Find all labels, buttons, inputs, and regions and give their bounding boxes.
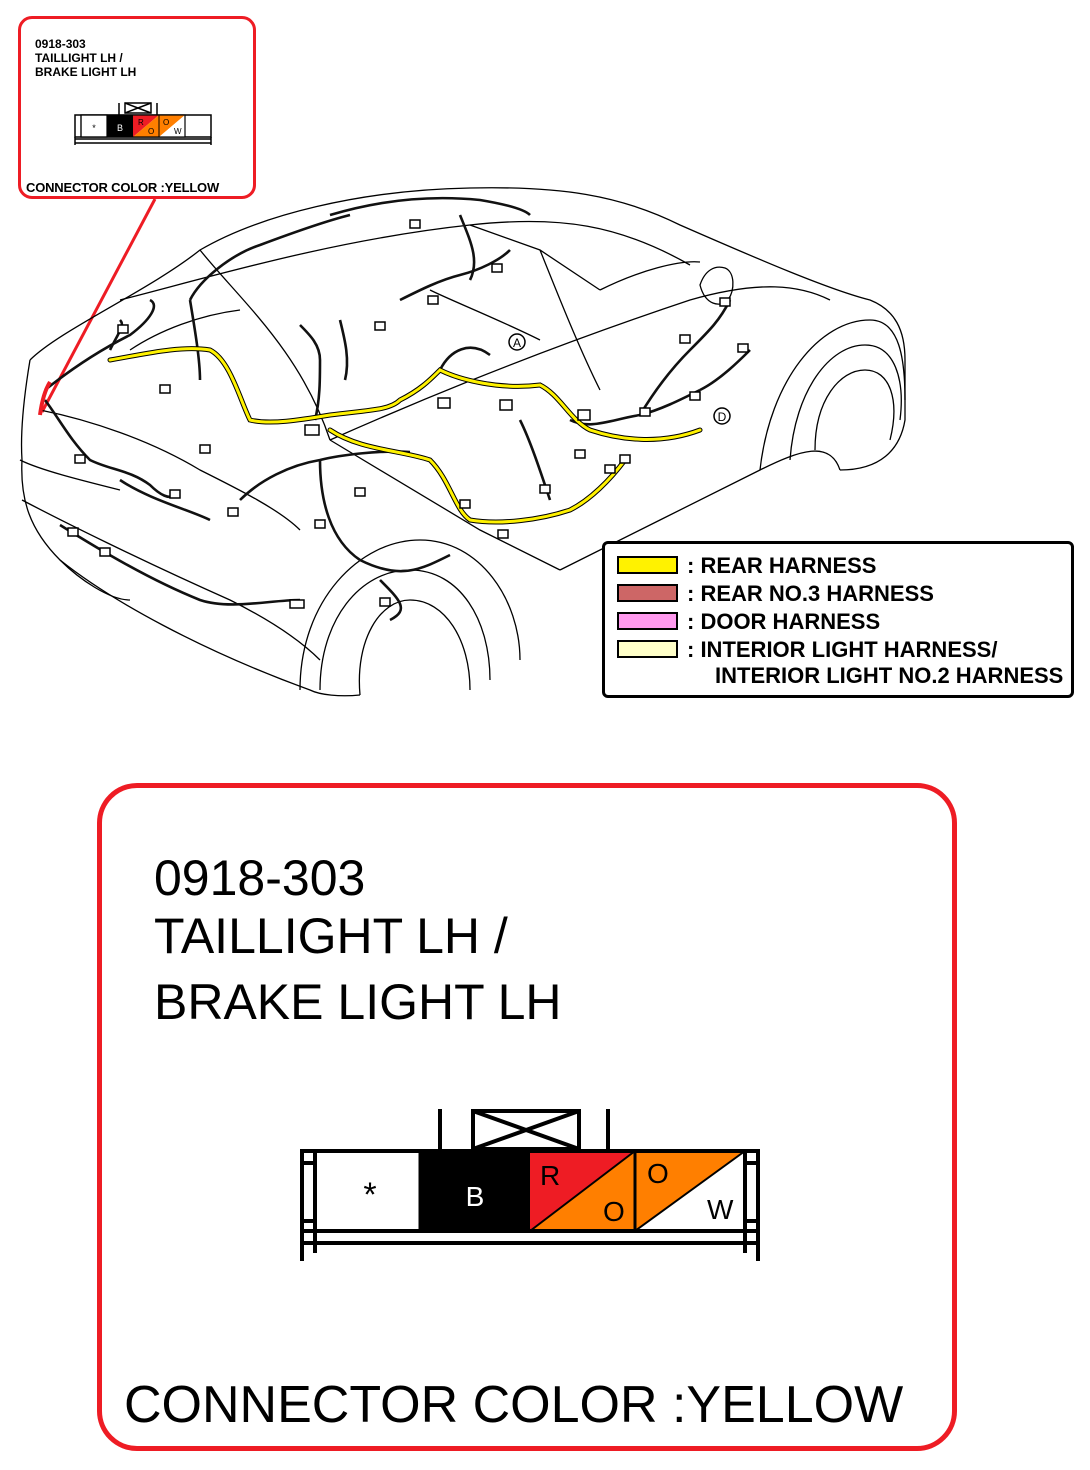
harness-legend: : REAR HARNESS : REAR NO.3 HARNESS : DOO…: [602, 541, 1074, 698]
legend-swatch-rear-no3: [617, 584, 678, 602]
small-connector-title-line2: BRAKE LIGHT LH: [35, 65, 137, 79]
small-connector-face: * B R O O W: [74, 102, 212, 145]
connector-glyphs: [67, 219, 749, 609]
rear-harness-wiring: [107, 346, 703, 525]
legend-label-line2: INTERIOR LIGHT NO.2 HARNESS: [715, 663, 1064, 688]
svg-text:W: W: [707, 1194, 734, 1225]
svg-text:*: *: [363, 1176, 376, 1214]
svg-text:A: A: [513, 336, 521, 350]
legend-swatch-rear: [617, 556, 678, 574]
connector-callout-small: 0918-303 TAILLIGHT LH / BRAKE LIGHT LH *…: [18, 16, 256, 199]
connector-color-label: CONNECTOR COLOR :YELLOW: [124, 1376, 904, 1434]
svg-text:O: O: [647, 1158, 669, 1189]
rear-no3-harness-wiring: [38, 380, 52, 416]
connector-callout-large: 0918-303 TAILLIGHT LH / BRAKE LIGHT LH *…: [97, 783, 957, 1451]
connector-code: 0918-303: [154, 850, 366, 906]
legend-swatch-interior: [617, 640, 678, 658]
svg-text:O: O: [148, 127, 154, 136]
connector-face: * B R O O W: [300, 1109, 760, 1261]
legend-label: : REAR NO.3 HARNESS: [687, 581, 934, 606]
svg-text:W: W: [174, 127, 182, 136]
vehicle-harness-drawing: A D: [19, 187, 906, 697]
svg-text:O: O: [163, 118, 169, 127]
svg-text:R: R: [138, 118, 144, 127]
connector-title-line1: TAILLIGHT LH /: [154, 908, 508, 964]
connector-title-line2: BRAKE LIGHT LH: [154, 974, 562, 1030]
small-connector-code: 0918-303: [35, 37, 86, 51]
small-connector-title-line1: TAILLIGHT LH /: [35, 51, 123, 65]
legend-label: : DOOR HARNESS: [687, 609, 881, 634]
svg-text:*: *: [92, 123, 96, 133]
small-connector-color: CONNECTOR COLOR :YELLOW: [26, 180, 220, 195]
svg-text:B: B: [117, 123, 123, 133]
marker-d: D: [713, 407, 731, 425]
legend-label: : REAR HARNESS: [687, 553, 877, 578]
legend-label: : INTERIOR LIGHT HARNESS/: [687, 637, 998, 662]
svg-text:R: R: [540, 1160, 560, 1191]
svg-text:D: D: [718, 410, 727, 424]
svg-text:B: B: [466, 1181, 485, 1212]
svg-text:O: O: [603, 1196, 625, 1227]
legend-swatch-door: [617, 612, 678, 630]
marker-a: A: [508, 333, 526, 351]
